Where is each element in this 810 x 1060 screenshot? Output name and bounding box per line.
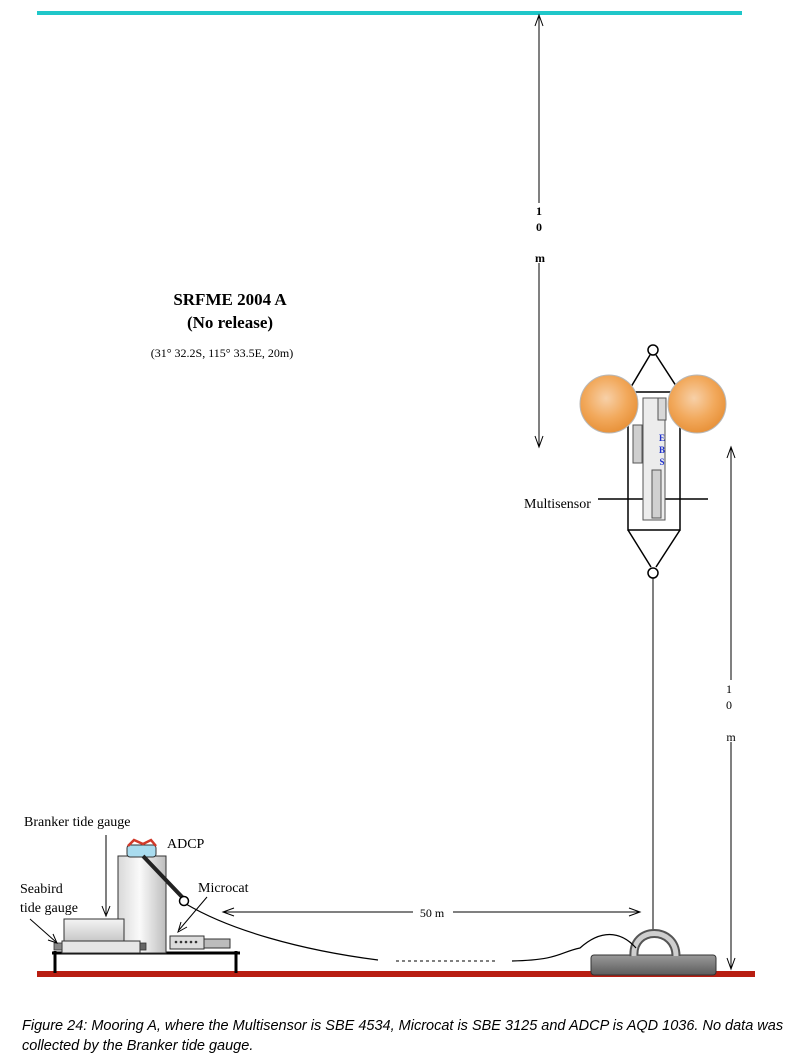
horizontal-dimension-label: 50 m [420,906,445,920]
lower-arrowhead-top [726,445,736,459]
seabird-label-line2: tide gauge [20,901,78,916]
upper-dimension-digit1: 1 [536,204,542,218]
microcat-label: Microcat [198,881,249,896]
seabird-label-line1: Seabird [20,882,63,897]
microcat-pointer [178,896,208,931]
multisensor-instrument [632,424,643,464]
branker-label: Branker tide gauge [24,815,131,830]
anchor-block [590,954,717,976]
frame-bottom-shackle [647,567,659,579]
upper-dimension-unit: m [535,251,545,265]
upper-dimension-digit2: 0 [536,220,542,234]
lower-arrowhead-bottom [726,957,736,971]
seabird-tide-gauge [61,940,141,954]
multisensor-frame: E B S [579,344,727,579]
upper-arrowhead-top [534,13,544,27]
position-text: (31° 32.2S, 115° 33.5E, 20m) [151,346,293,360]
instrument-label-char-1: E [659,433,665,443]
lower-dimension-digit2: 0 [726,698,732,712]
float-left [579,374,639,434]
float-right [667,374,727,434]
seabird-pointer [29,918,57,943]
seabed-frame [52,838,240,973]
frame-top-shackle [647,344,659,356]
multisensor-label: Multisensor [524,497,591,512]
lower-dimension-unit: m [726,730,736,744]
diagram-subtitle: (No release) [187,313,273,332]
adcp-bracket-arm [141,854,186,901]
figure-caption: Figure 24: Mooring A, where the Multisen… [22,1018,784,1054]
upper-arrowhead-bottom [534,435,544,449]
anchor [590,929,717,976]
diagram-title: SRFME 2004 A [173,290,287,309]
lower-dimension-digit1: 1 [726,682,732,696]
branker-tide-gauge [63,918,125,942]
adcp-head [126,844,157,858]
adcp-bracket-pivot [178,895,190,907]
ground-line-right [511,934,637,962]
instrument-label-char-2: B [659,445,665,455]
adcp-label: ADCP [167,837,205,852]
instrument-label-char-3: S [659,457,664,467]
mooring-diagram: 1 0 m 1 0 m SRFME 2004 A (No release) (3… [20,11,755,977]
ground-line-left [185,903,379,961]
